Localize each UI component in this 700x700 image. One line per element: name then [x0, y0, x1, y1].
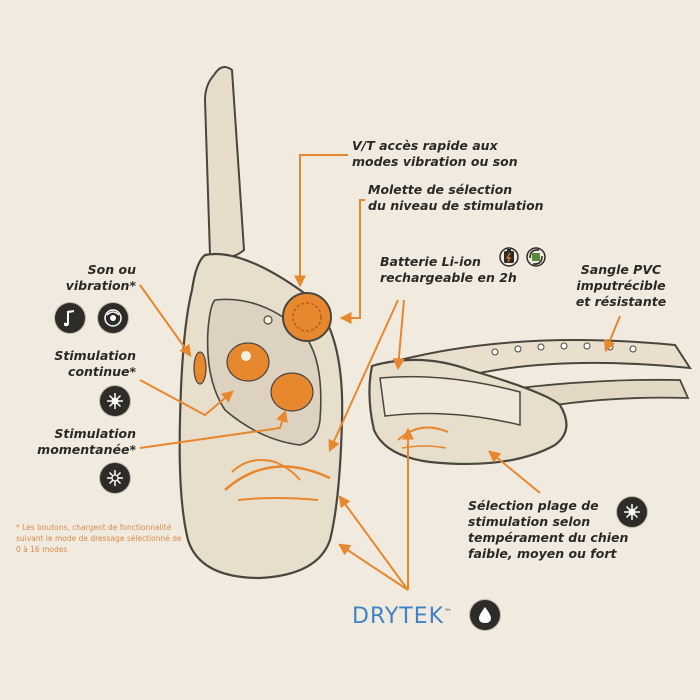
- battery-charge-icon: [499, 247, 519, 267]
- callout-vt: [294, 154, 348, 288]
- label-sangle: Sangle PVC imputrécible et résistante: [566, 262, 676, 310]
- sportdog-logo-collar: [397, 426, 449, 449]
- label-batterie-line-1: Batterie Li-ion: [380, 254, 481, 269]
- momentary-stim-icon: [100, 463, 130, 493]
- label-plage: Sélection plage de stimulation selon tem…: [468, 498, 628, 562]
- momentary-stim-button[interactable]: [270, 372, 314, 412]
- callout-sangle: [604, 315, 621, 353]
- callout-drytek-mid: [337, 543, 409, 591]
- label-batterie: Batterie Li-ion rechargeable en 2h: [380, 254, 517, 286]
- continuous-stim-button[interactable]: [226, 342, 270, 382]
- label-plage-line-1: Sélection plage de: [468, 498, 599, 513]
- callout-batterie-left: [328, 299, 399, 453]
- label-continue-line-1: Stimulation: [54, 348, 136, 363]
- label-continue-line-2: continue*: [68, 364, 136, 379]
- speaker-icon: [55, 303, 85, 333]
- collar: [368, 339, 692, 466]
- callout-plage: [488, 450, 541, 494]
- intensity-dial-inner: [292, 302, 322, 332]
- callout-continue: [139, 379, 234, 417]
- label-molette-line-1: Molette de sélection: [368, 182, 513, 197]
- transmitter: [178, 65, 344, 580]
- water-drop-icon: [470, 600, 500, 630]
- transmitter-antenna: [203, 65, 246, 259]
- label-plage-line-2: stimulation selon: [468, 514, 591, 529]
- callout-lines: [139, 154, 621, 591]
- label-momentanee-line-2: momentanée*: [37, 442, 136, 457]
- label-vt: V/T accès rapide aux modes vibration ou …: [352, 138, 518, 170]
- callout-batterie-right: [392, 299, 405, 371]
- label-sangle-line-3: et résistante: [575, 294, 667, 309]
- drytek-text: DRYTEK: [352, 604, 445, 629]
- button-dot: [241, 351, 251, 361]
- label-sangle-line-2: imputrécible: [576, 278, 666, 293]
- label-vt-line-1: V/T accès rapide aux: [352, 138, 498, 153]
- drytek-trademark: ™: [444, 607, 454, 617]
- drytek-logo: DRYTEK™: [352, 604, 453, 629]
- label-momentanee: Stimulation momentanée*: [30, 426, 136, 458]
- callout-drytek-left: [338, 495, 409, 591]
- label-vt-line-2: modes vibration ou son: [352, 154, 518, 169]
- vt-indicator: [263, 315, 273, 325]
- continuous-stim-icon: [100, 386, 130, 416]
- intensity-dial[interactable]: [282, 292, 332, 342]
- label-molette-line-2: du niveau de stimulation: [368, 198, 544, 213]
- label-son: Son ou vibration*: [40, 262, 136, 294]
- label-son-line-1: Son ou: [87, 262, 136, 277]
- collar-receiver-face: [379, 375, 521, 426]
- label-plage-line-4: faible, moyen ou fort: [468, 546, 617, 561]
- callout-molette: [339, 199, 365, 324]
- label-momentanee-line-1: Stimulation: [54, 426, 136, 441]
- transmitter-side-button[interactable]: [193, 351, 207, 385]
- footnote: * Les boutons, chargent de fonctionnalit…: [16, 523, 182, 554]
- label-continue: Stimulation continue*: [30, 348, 136, 380]
- label-batterie-line-2: rechargeable en 2h: [380, 270, 517, 285]
- range-select-icon: [617, 497, 647, 527]
- sportdog-logo-transmitter: [224, 459, 331, 501]
- label-plage-line-3: tempérament du chien: [468, 530, 629, 545]
- callout-momentanee: [139, 409, 288, 449]
- label-sangle-line-1: Sangle PVC: [580, 262, 662, 277]
- battery-recharge-icon: [526, 247, 546, 267]
- label-son-line-2: vibration*: [65, 278, 136, 293]
- label-molette: Molette de sélection du niveau de stimul…: [368, 182, 544, 214]
- callout-son: [139, 284, 192, 357]
- vibration-icon: [98, 303, 128, 333]
